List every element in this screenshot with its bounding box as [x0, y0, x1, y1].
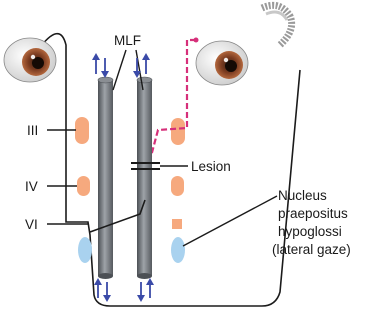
mlf-tract-right	[137, 77, 152, 279]
trochlear-label: IV	[25, 179, 38, 194]
abducens-nucleus-right	[172, 219, 182, 229]
pathway-endpoint	[194, 38, 199, 43]
mlf-label: MLF	[114, 33, 141, 48]
oculomotor-label: III	[27, 123, 38, 138]
nphyp-nucleus-right	[171, 237, 185, 263]
nphyp-leader	[183, 196, 277, 246]
mlf-tract-left	[98, 77, 113, 279]
oculomotor-nucleus-left	[75, 117, 89, 144]
nphyp-nucleus-left	[78, 237, 92, 263]
nphyp-label-line2: praepositus	[278, 206, 348, 221]
mlf-leader-left	[113, 50, 126, 90]
nphyp-label-line1: Nucleus	[278, 188, 327, 203]
arrow-icon	[94, 278, 154, 302]
trochlear-nucleus-right	[171, 176, 184, 196]
trochlear-nucleus-left	[77, 176, 90, 196]
nphyp-label-line4: (lateral gaze)	[272, 242, 351, 257]
left-eye-icon	[4, 38, 56, 82]
gaze-arc-icon	[262, 5, 292, 45]
right-eye-icon	[196, 41, 248, 85]
abducens-label: VI	[25, 217, 38, 232]
lesion-label: Lesion	[191, 159, 231, 174]
abducens-pathway-line	[38, 34, 300, 306]
oculomotor-nucleus-right	[171, 118, 185, 145]
nphyp-label-line3: hypoglossi	[278, 224, 342, 239]
